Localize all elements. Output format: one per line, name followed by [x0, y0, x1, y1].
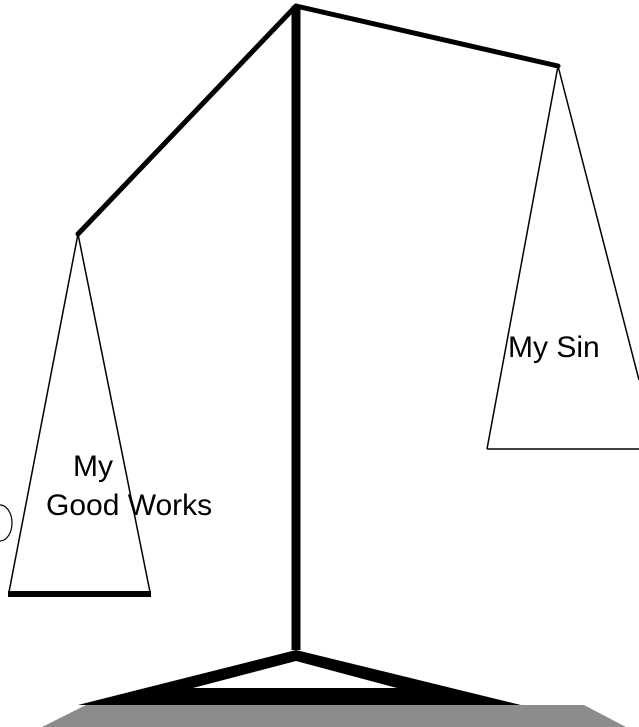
- left-pan-label-line2: Good Works: [46, 489, 212, 523]
- edge-circle-fragment: [0, 505, 12, 541]
- scale-beam-left: [78, 6, 296, 234]
- scale-base-shadow: [42, 705, 626, 727]
- right-pan-outline: [487, 66, 639, 449]
- scale-beam-right: [296, 6, 558, 66]
- left-pan-label-line1: My: [73, 450, 113, 484]
- left-pan-outline: [9, 234, 150, 592]
- right-pan-label: My Sin: [508, 331, 600, 365]
